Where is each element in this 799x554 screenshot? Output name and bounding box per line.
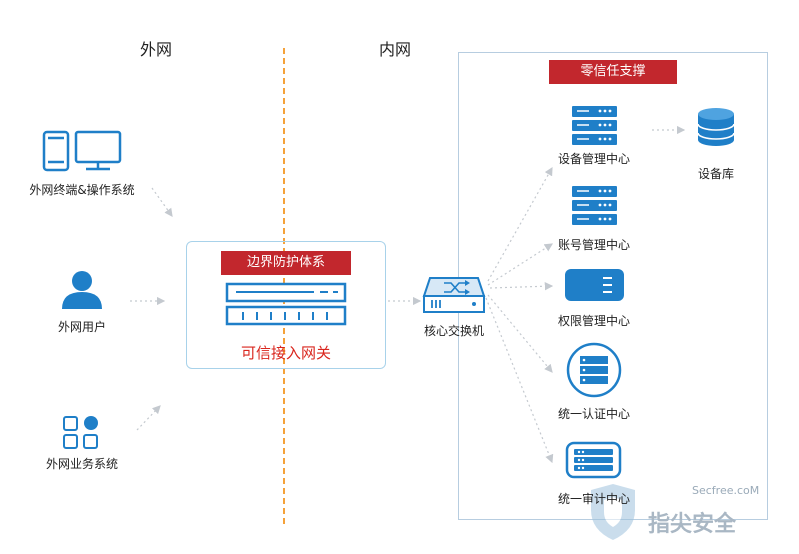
- permission-management-icon: [565, 269, 624, 301]
- user-icon: [62, 271, 102, 309]
- unified-audit-icon: [565, 441, 622, 479]
- user-label: 外网用户: [57, 320, 107, 334]
- terminal-icon: [42, 130, 122, 172]
- connector-switch-permission: [489, 282, 554, 291]
- watermark-brand: 指尖安全: [648, 512, 737, 537]
- unified-auth-icon: [566, 342, 622, 398]
- permission-management-label: 权限管理中心: [557, 314, 631, 328]
- connector-business-gateway: [136, 405, 161, 431]
- trusted-access-gateway-label: 可信接入网关: [240, 344, 332, 362]
- unified-auth-label: 统一认证中心: [557, 407, 631, 421]
- connector-switch-account: [487, 243, 554, 286]
- device-database-icon: [697, 108, 735, 146]
- business-system-label: 外网业务系统: [45, 457, 119, 471]
- watermark-site: Secfree.coM: [692, 484, 760, 497]
- device-management-server-icon: [572, 106, 617, 145]
- core-switch-icon: [422, 277, 486, 313]
- unified-audit-label: 统一审计中心: [557, 492, 631, 506]
- boundary-protection-title: 边界防护体系: [221, 251, 351, 275]
- business-system-icon: [63, 416, 98, 449]
- connector-switch-device: [487, 166, 553, 282]
- connector-switch-audit: [485, 297, 554, 464]
- watermark-shield-icon: [591, 484, 635, 540]
- boundary-protection-box: [186, 241, 386, 369]
- account-management-label: 账号管理中心: [557, 238, 631, 252]
- internal-zone-title: 内网: [378, 40, 412, 59]
- account-management-server-icon: [572, 186, 617, 225]
- external-zone-title: 外网: [139, 40, 173, 59]
- device-management-label: 设备管理中心: [557, 152, 631, 166]
- connector-terminal-gateway: [151, 187, 173, 217]
- zero-trust-title: 零信任支撑: [549, 60, 677, 84]
- terminal-label: 外网终端&操作系统: [29, 183, 135, 197]
- gateway-device-icon: [225, 282, 347, 326]
- connector-switch-auth: [487, 294, 553, 373]
- core-switch-label: 核心交换机: [423, 324, 485, 338]
- device-database-label: 设备库: [697, 167, 735, 181]
